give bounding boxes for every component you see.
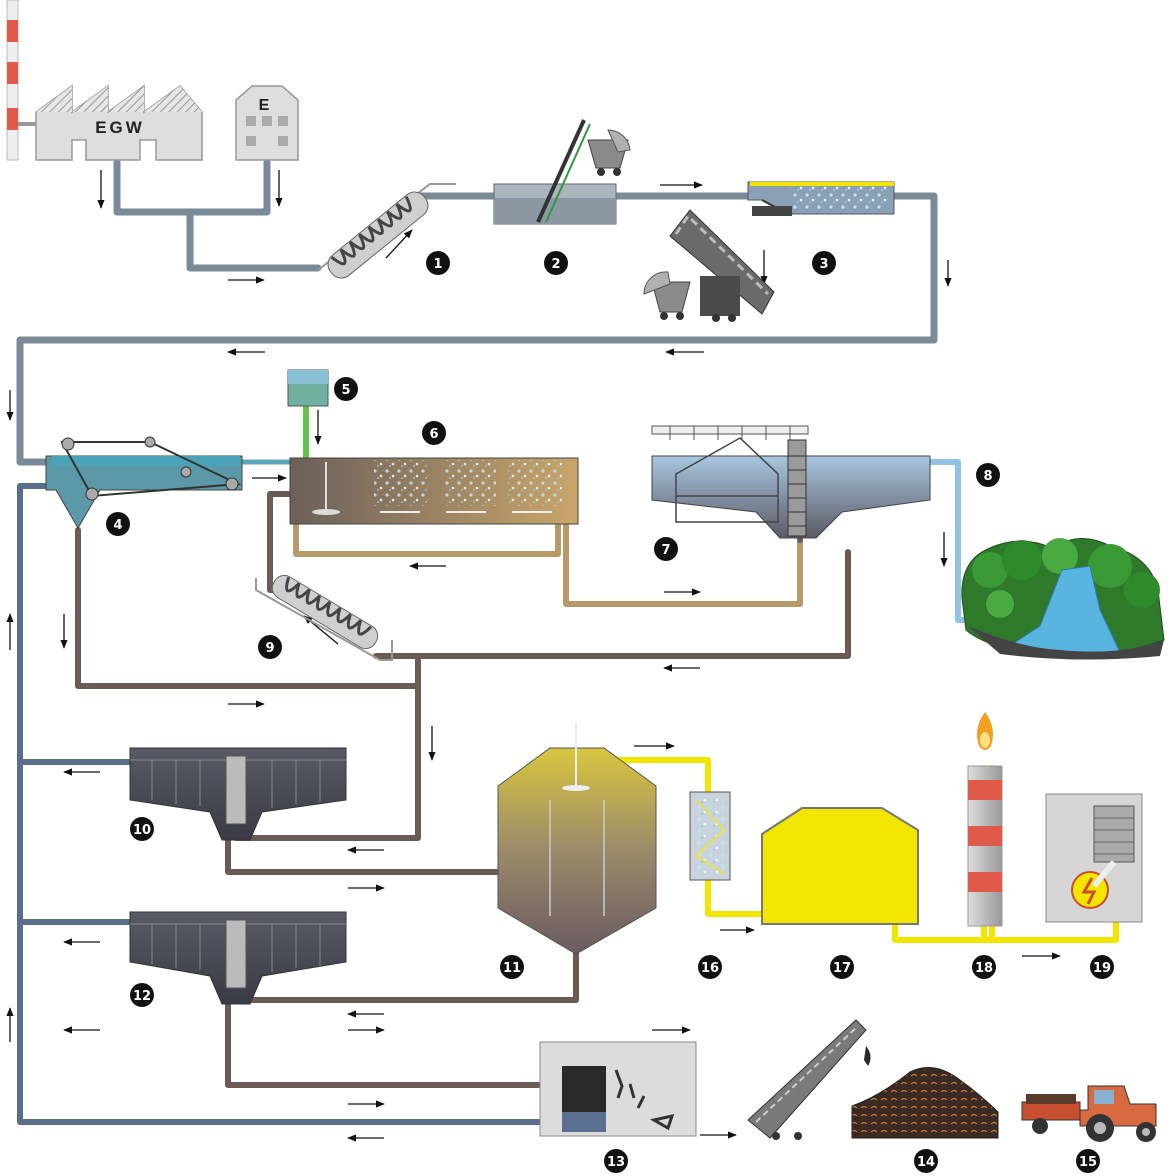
- gas-flare-icon: [967, 712, 1003, 927]
- badge: 16: [698, 955, 722, 979]
- sludge-press-icon: [539, 1041, 697, 1137]
- flow-arrow-icon: [385, 229, 413, 259]
- svg-text:9: 9: [265, 641, 274, 656]
- badge: 1: [426, 251, 450, 275]
- badge: 12: [130, 983, 154, 1007]
- badge: 3: [812, 251, 836, 275]
- mine-cart-icon: [587, 129, 631, 176]
- settling-tank-icon: [129, 747, 347, 841]
- factory-label: EGW: [95, 118, 145, 137]
- digester-icon: [497, 722, 657, 955]
- badge: 4: [106, 512, 130, 536]
- badge: 11: [500, 955, 524, 979]
- settling-tank-icon: [651, 425, 931, 539]
- svg-text:17: 17: [833, 961, 851, 976]
- primary-sludge-pipe: [75, 527, 851, 841]
- compost-heap-icon: [851, 1067, 999, 1139]
- svg-text:1: 1: [433, 257, 442, 272]
- gas-filter-icon: [689, 791, 731, 881]
- svg-text:19: 19: [1093, 961, 1111, 976]
- screw-pump-icon: [255, 574, 393, 661]
- svg-text:5: 5: [341, 383, 350, 398]
- settling-tank-icon: [45, 436, 243, 529]
- svg-text:13: 13: [607, 1155, 625, 1170]
- activated-sludge-pipe: [293, 519, 803, 607]
- badge: 15: [1076, 1149, 1100, 1173]
- grit-chamber-icon: [747, 181, 895, 216]
- factory-chimney: [6, 0, 36, 161]
- badge: 10: [130, 817, 154, 841]
- return-water-pipe: [17, 483, 563, 1125]
- rake-screen-icon: [493, 119, 631, 225]
- inflow-pipe: [113, 158, 322, 272]
- pipes: [16, 158, 1119, 1125]
- svg-text:10: 10: [133, 823, 151, 838]
- aeration-tank-icon: [289, 457, 579, 525]
- biogas-pipe-1: [585, 757, 711, 795]
- svg-text:14: 14: [917, 1155, 935, 1170]
- digester-out-pipe: [233, 949, 579, 1003]
- badge: 13: [604, 1149, 628, 1173]
- badge: 6: [422, 421, 446, 445]
- pretreatment-pipe: [16, 192, 938, 466]
- svg-text:6: 6: [429, 427, 438, 442]
- badge: 18: [972, 955, 996, 979]
- svg-text:8: 8: [983, 469, 992, 484]
- badge: 14: [914, 1149, 938, 1173]
- tractor-icon: [1021, 1085, 1157, 1142]
- press-feed-pipe: [225, 997, 543, 1088]
- factory-icon: EGW: [35, 84, 203, 161]
- digester-feed-pipe: [225, 835, 501, 875]
- badge: 7: [654, 537, 678, 561]
- conveyor-icon: [643, 209, 775, 322]
- conveyor-icon: [747, 1019, 871, 1140]
- screw-pump-icon: [317, 183, 456, 279]
- svg-text:11: 11: [503, 961, 521, 976]
- biogas-pipe-2: [705, 877, 765, 917]
- badge: 2: [544, 251, 568, 275]
- house-label: E: [259, 97, 270, 114]
- mine-cart-icon: [643, 271, 691, 320]
- generator-icon: [1045, 793, 1143, 923]
- settling-tank-icon: [129, 911, 347, 1005]
- badge: 8: [976, 463, 1000, 487]
- house-icon: E: [235, 85, 299, 161]
- dosing-tank-icon: [287, 369, 329, 407]
- badges: 1 2 3 4 5 6 7 8 9 10 11 12 13 14 15 16 1…: [106, 251, 1114, 1173]
- svg-text:16: 16: [701, 961, 719, 976]
- badge: 17: [830, 955, 854, 979]
- badge: 19: [1090, 955, 1114, 979]
- svg-text:7: 7: [661, 543, 670, 558]
- svg-text:18: 18: [975, 961, 993, 976]
- flow-arrows: [6, 170, 1061, 1142]
- badge: 5: [334, 377, 358, 401]
- badge: 9: [258, 635, 282, 659]
- svg-text:12: 12: [133, 989, 151, 1004]
- gas-holder-icon: [761, 807, 919, 925]
- river-icon: [961, 537, 1165, 660]
- svg-text:4: 4: [113, 518, 122, 533]
- svg-text:2: 2: [551, 257, 560, 272]
- svg-text:15: 15: [1079, 1155, 1097, 1170]
- svg-text:3: 3: [819, 257, 828, 272]
